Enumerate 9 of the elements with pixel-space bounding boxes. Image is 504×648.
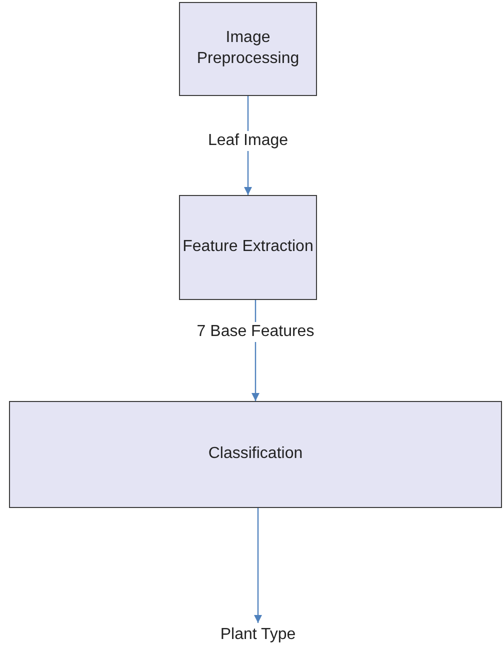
process-box bbox=[179, 2, 317, 96]
process-box bbox=[179, 195, 317, 300]
node-text: Classification bbox=[208, 444, 303, 464]
process-box bbox=[9, 401, 502, 508]
output-text: Plant Type bbox=[208, 623, 308, 647]
edge-label: 7 Base Features bbox=[194, 322, 316, 342]
node-text: Feature Extraction bbox=[182, 237, 314, 258]
arrow bbox=[254, 508, 262, 623]
node-text: Image Preprocessing bbox=[196, 28, 300, 69]
